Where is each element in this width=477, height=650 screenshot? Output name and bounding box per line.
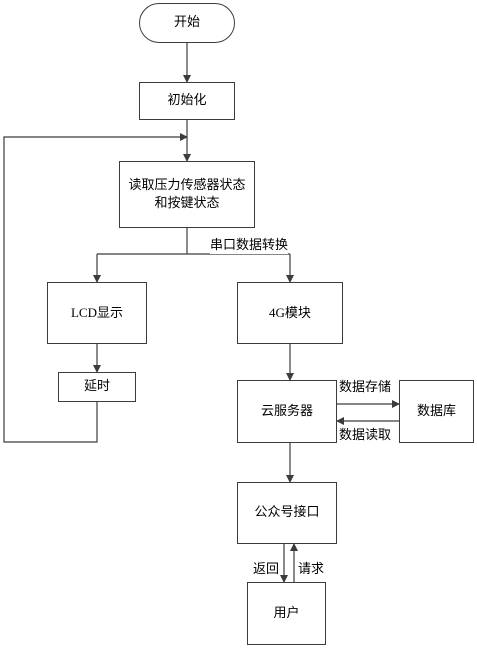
delay-label: 延时 xyxy=(83,379,110,394)
cloud-server-label: 云服务器 xyxy=(260,403,313,419)
delay-node: 延时 xyxy=(58,372,136,402)
lcd-display-label: LCD显示 xyxy=(70,305,123,320)
database-node: 数据库 xyxy=(399,380,474,443)
read-sensor-node: 读取压力传感器状态 和按键状态 xyxy=(119,161,255,228)
read-sensor-label-line1: 读取压力传感器状态 xyxy=(128,177,246,193)
wechat-api-node: 公众号接口 xyxy=(237,482,337,544)
wechat-api-label: 公众号接口 xyxy=(254,505,320,520)
read-sensor-label-line2: 和按键状态 xyxy=(154,195,220,211)
init-label: 初始化 xyxy=(167,93,207,108)
edge-label-back: 返回 xyxy=(253,562,280,577)
loop-back-line xyxy=(3,133,188,443)
database-label: 数据库 xyxy=(416,403,456,419)
start-node: 开始 xyxy=(139,3,235,43)
lcd-display-node: LCD显示 xyxy=(47,282,147,344)
4g-module-label: 4G模块 xyxy=(269,305,311,320)
edge-label-request: 请求 xyxy=(298,562,325,577)
user-node: 用户 xyxy=(247,582,326,645)
cloud-server-node: 云服务器 xyxy=(237,380,337,443)
start-label: 开始 xyxy=(173,15,200,30)
user-label: 用户 xyxy=(273,605,300,621)
edge-label-serial: 串口数据转换 xyxy=(210,238,289,254)
edge-label-fetch: 数据读取 xyxy=(339,428,392,444)
4g-module-node: 4G模块 xyxy=(237,282,343,344)
init-node: 初始化 xyxy=(139,82,235,120)
edge-label-store: 数据存储 xyxy=(339,380,392,396)
